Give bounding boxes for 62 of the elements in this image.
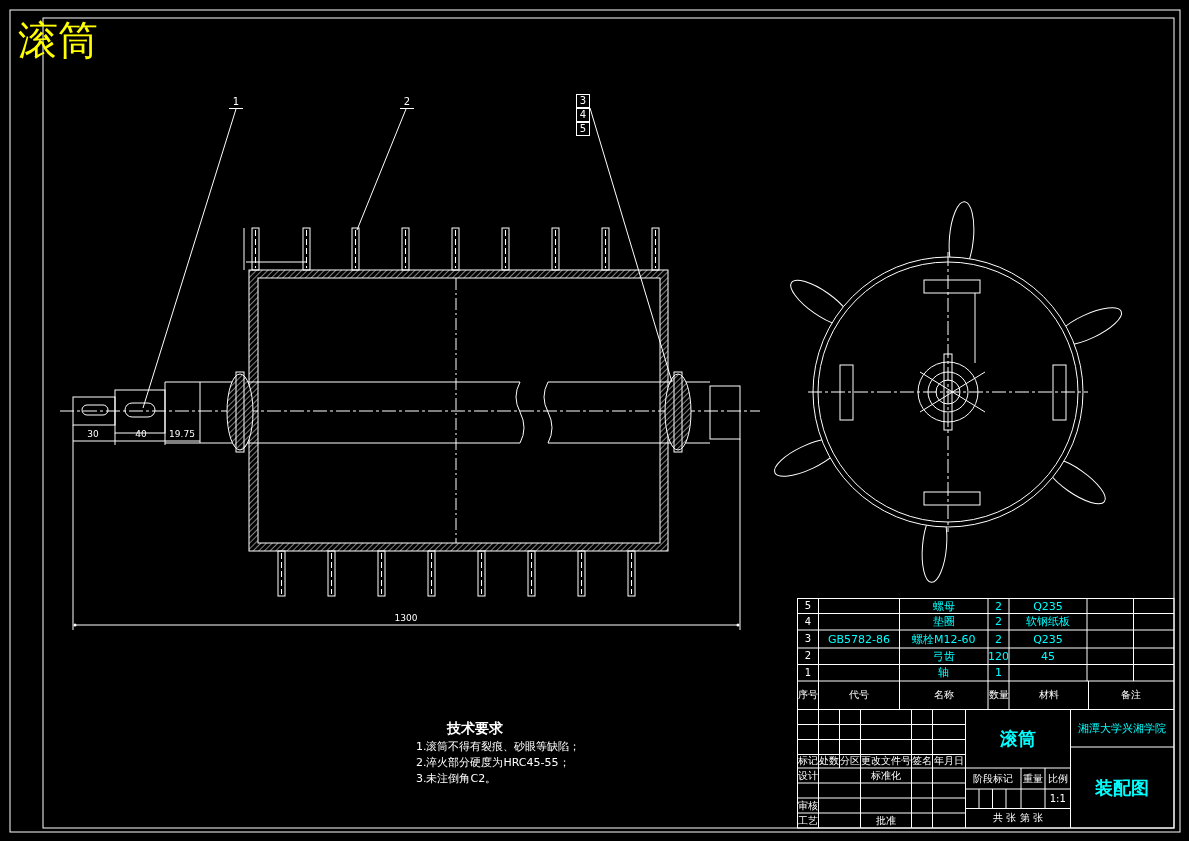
callout-number: 4 (576, 108, 590, 122)
title-block-label: 代号 (848, 688, 870, 703)
title-block-label: 序号 (797, 688, 819, 703)
leader-line (589, 107, 673, 383)
title-block-label: 更改文件号 (860, 754, 912, 768)
callout-number: 2 (400, 96, 414, 109)
leader-line (142, 108, 237, 409)
parts-list-entry: 5 (803, 599, 813, 613)
callout-number: 1 (229, 96, 243, 109)
parts-list-entry: 轴 (937, 665, 951, 681)
dimension-text: 30 (86, 429, 100, 439)
parts-list-entry: 垫圈 (931, 614, 956, 630)
parts-list-entry: 120 (988, 648, 1009, 665)
parts-list-entry: 2 (994, 631, 1003, 648)
parts-list-entry: 3 (803, 632, 813, 646)
parts-list-entry: 4 (803, 614, 813, 629)
title-block-label: 数量 (988, 688, 1009, 703)
parts-list-entry: 1 (994, 665, 1003, 681)
parts-list-entry: Q235 (1032, 598, 1064, 614)
title-block-label: 1:1 (1048, 791, 1067, 806)
title-block-label: 批准 (875, 813, 897, 828)
school-name: 湘潭大学兴湘学院 (1077, 720, 1168, 737)
parts-list-entry: 螺栓M12-60 (911, 631, 977, 648)
dimension-text: 19.75 (168, 429, 196, 439)
title-block-label: 标准化 (870, 768, 902, 783)
parts-list-entry: 2 (994, 614, 1003, 630)
title-block-label: 共 张 第 张 (992, 811, 1044, 826)
parts-list-entry: 螺母 (931, 598, 956, 614)
title-block-label: 材料 (1037, 688, 1060, 703)
title-block-label: 工艺 (797, 813, 819, 828)
title-block-label: 标记 (797, 754, 819, 768)
parts-list-entry: 2 (803, 649, 813, 664)
note-text: 1.滚筒不得有裂痕、砂眼等缺陷； (416, 740, 582, 752)
title-block-label: 重量 (1022, 771, 1044, 786)
title-block-label: 年月日 (933, 754, 965, 768)
title-block-label: 名称 (932, 688, 955, 703)
title-block-label: 比例 (1046, 771, 1069, 786)
dimension-text: 40 (134, 429, 148, 439)
note-text: 3.未注倒角C2。 (416, 772, 498, 784)
drawing-name: 滚筒 (999, 726, 1037, 751)
dimension-text: 1300 (393, 613, 419, 623)
parts-list-entry: 软钢纸板 (1025, 614, 1071, 630)
callout-number: 5 (576, 122, 590, 136)
parts-list-entry: GB5782-86 (827, 631, 891, 648)
drawing-title: 滚筒 (18, 20, 98, 60)
title-block-label: 审核 (797, 798, 819, 813)
parts-list-entry: 1 (803, 665, 813, 680)
title-block-label: 阶段标记 (972, 771, 1015, 786)
title-block-label: 签名 (911, 754, 933, 768)
note-text: 2.淬火部分硬度为HRC45-55； (416, 756, 571, 768)
title-block-label: 分区 (839, 754, 861, 768)
title-block-label: 设计 (797, 768, 819, 783)
parts-list-entry: Q235 (1032, 631, 1064, 648)
leader-line (356, 108, 407, 231)
parts-list-entry: 弓齿 (931, 648, 956, 665)
title-block-label: 备注 (1120, 688, 1143, 703)
title-block-label: 处数 (818, 754, 840, 768)
note-heading: 技术要求 (445, 720, 504, 736)
drawing-name: 装配图 (1094, 775, 1151, 800)
parts-list-entry: 45 (1040, 648, 1056, 665)
parts-list-entry: 2 (994, 598, 1003, 614)
callout-number: 3 (576, 94, 590, 108)
